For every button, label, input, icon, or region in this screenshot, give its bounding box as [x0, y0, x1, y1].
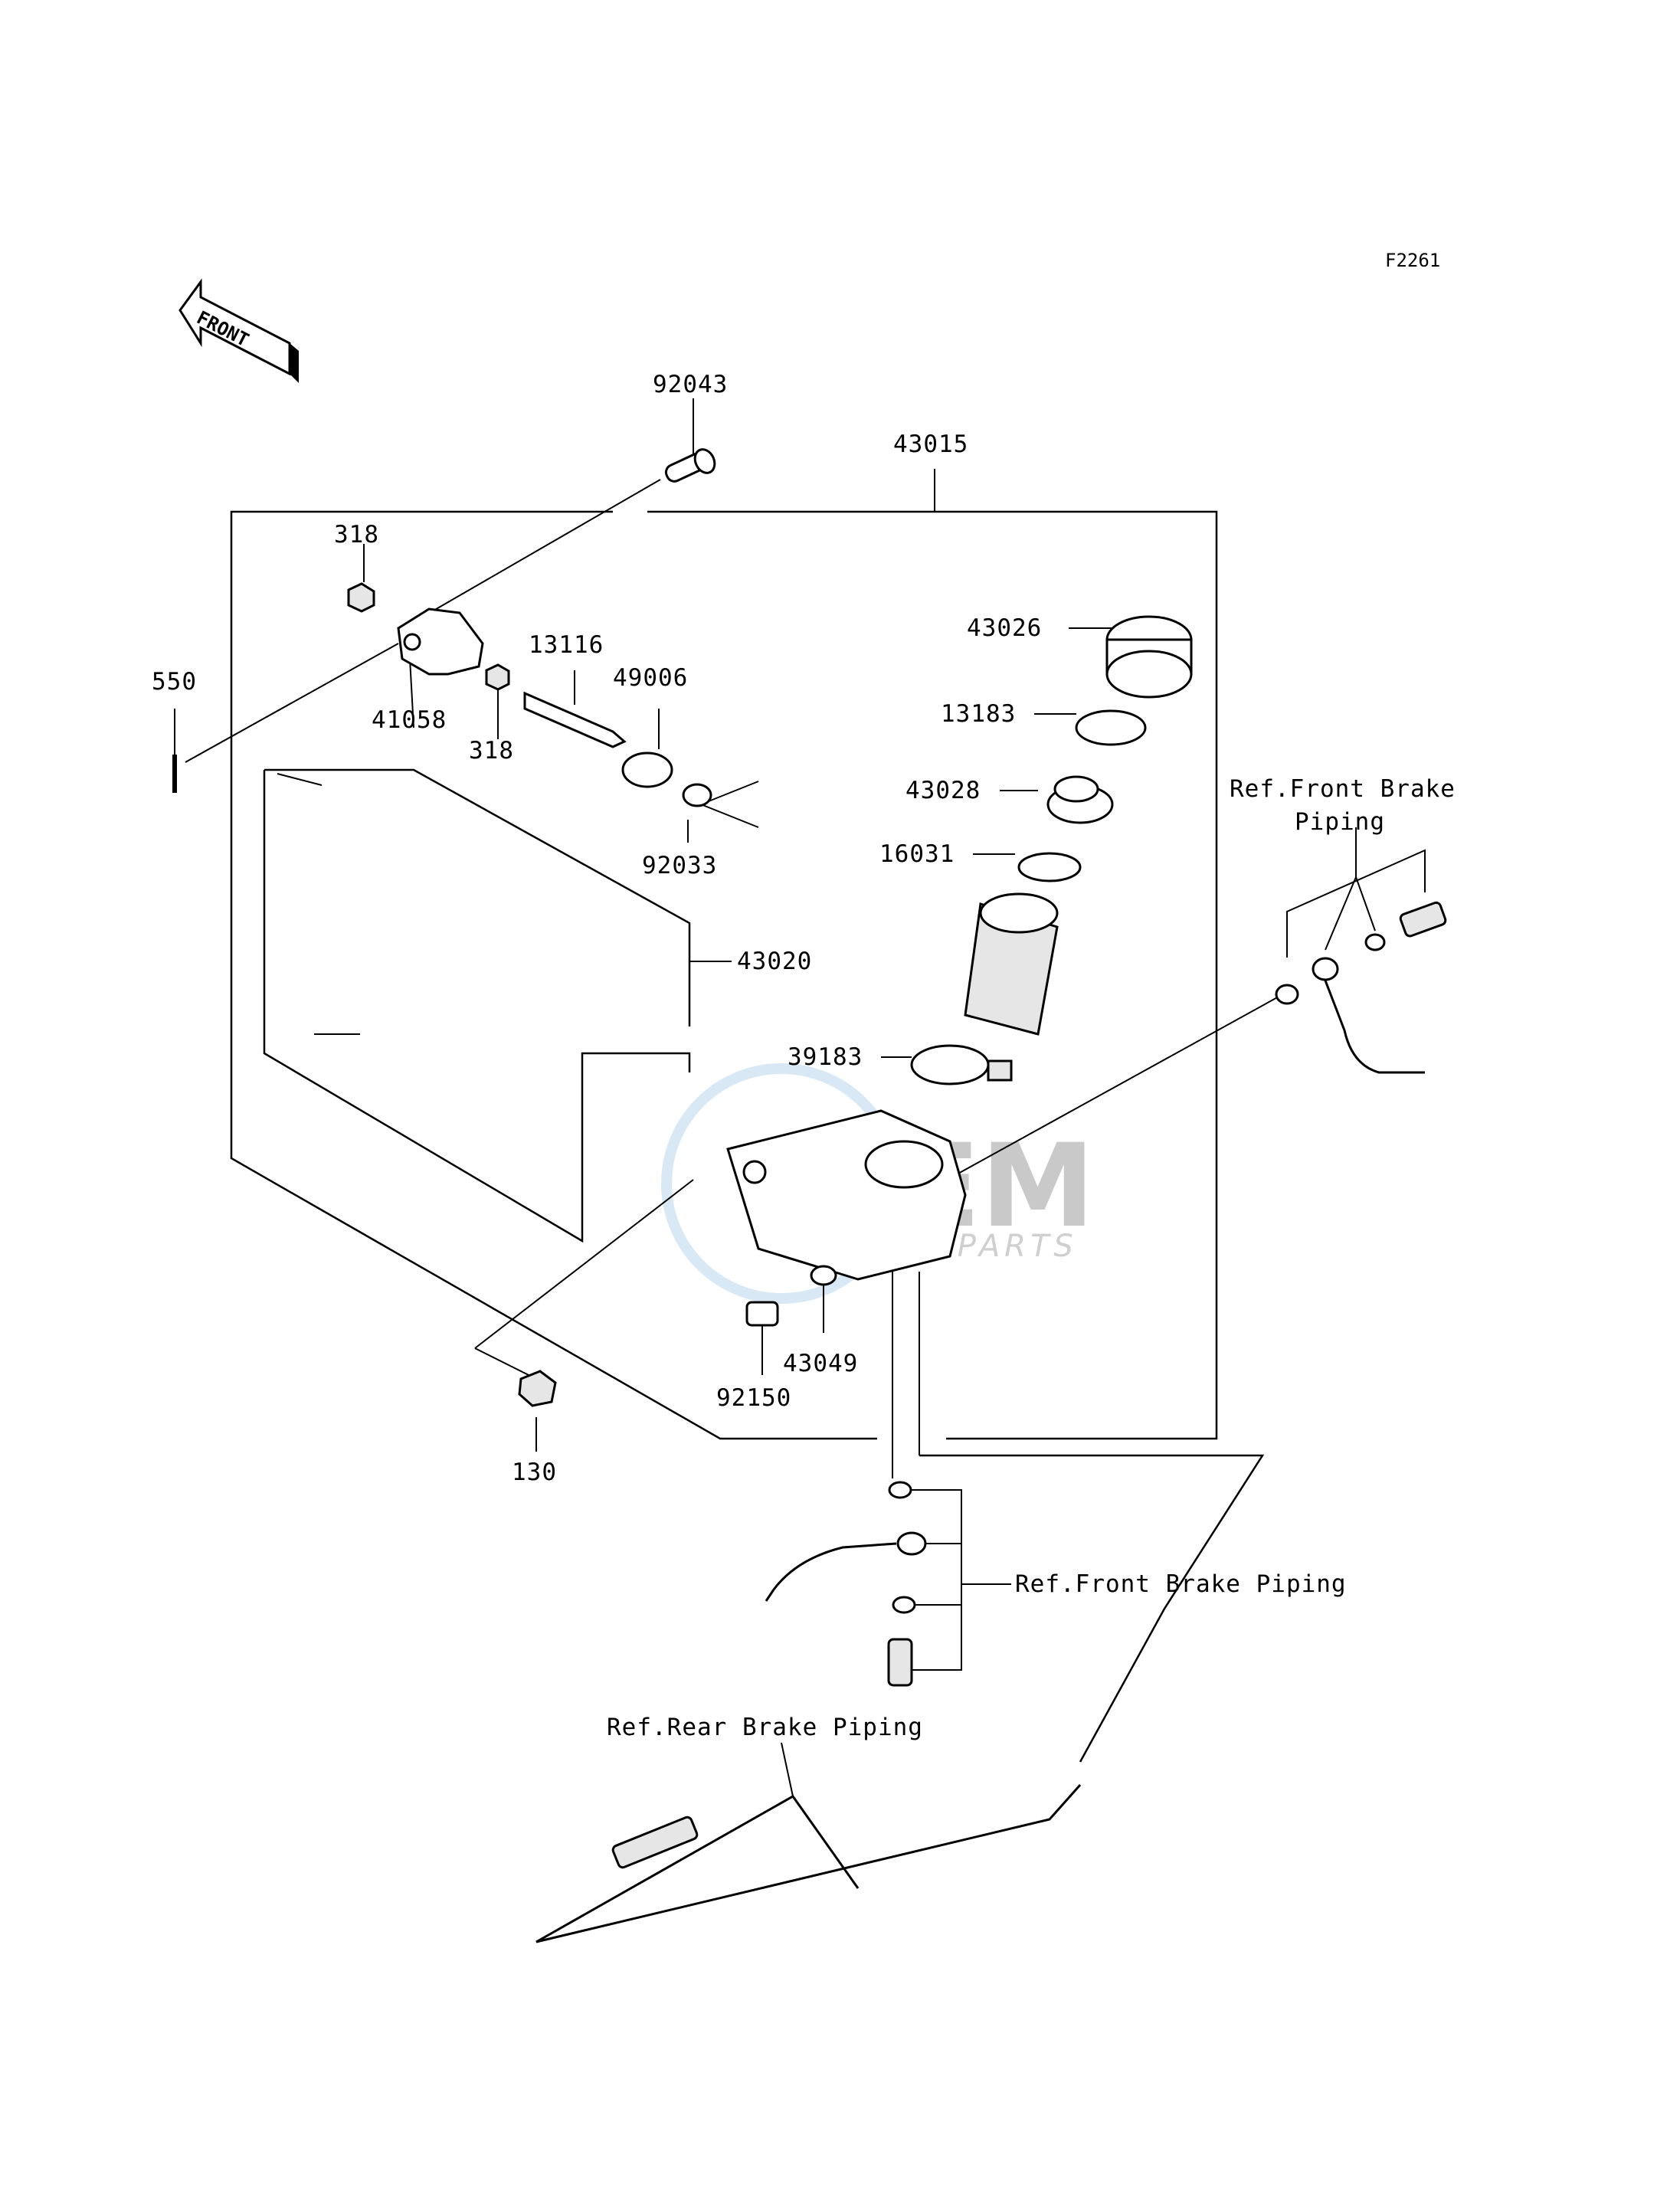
ref-front-brake-mid: Ref.Front Brake Piping [1015, 1570, 1347, 1598]
part-washer-43049 [810, 1265, 837, 1286]
label-41058: 41058 [372, 706, 447, 734]
label-49006: 49006 [613, 664, 688, 692]
front-arrow-icon: FRONT [178, 278, 299, 383]
label-43020: 43020 [737, 948, 812, 975]
label-43028: 43028 [905, 777, 981, 804]
label-13183: 13183 [941, 700, 1016, 728]
label-550: 550 [152, 668, 197, 696]
part-master-cylinder-body [726, 1109, 967, 1281]
ref-front-brake-top-line1: Ref.Front Brake [1230, 775, 1456, 803]
front-brake-piping-lower-leaders [892, 1272, 1265, 1763]
assembly-frame-43015 [230, 469, 1218, 1440]
part-pin-92043 [664, 448, 716, 483]
part-bolt-92150 [745, 1301, 779, 1327]
label-130: 130 [512, 1459, 557, 1486]
label-43015: 43015 [893, 431, 968, 458]
part-clamp-39183 [910, 1044, 1013, 1085]
part-bolt-130 [518, 1370, 557, 1407]
part-plate-13183 [1075, 709, 1147, 746]
ref-front-brake-top-line2: Piping [1295, 808, 1385, 836]
label-13116: 13116 [529, 631, 604, 659]
front-brake-piping-upper-leaders [1286, 827, 1426, 958]
part-diaphragm-43028 [1046, 775, 1114, 824]
leader-lines [174, 398, 1288, 1452]
label-16031: 16031 [879, 840, 955, 868]
part-reservoir [964, 892, 1059, 1036]
label-43026: 43026 [967, 614, 1042, 642]
front-brake-hose-lower [765, 1481, 927, 1687]
part-pushrod-13116 [523, 691, 627, 748]
front-brake-hose-upper [1275, 901, 1447, 1074]
piston-kit-frame-43020 [263, 768, 732, 1243]
part-clevis-41058 [397, 607, 484, 676]
rear-brake-pipe [535, 1742, 1082, 1943]
label-318-top: 318 [334, 521, 379, 548]
part-nut-318-lower [485, 663, 510, 691]
part-circlip-92033 [682, 783, 712, 807]
part-boot-49006 [621, 751, 673, 788]
part-cap-43026 [1105, 615, 1193, 699]
part-number-labels: 92043 43015 318 41058 550 318 13116 4900… [152, 371, 1042, 1486]
figure-code: F2261 [1385, 250, 1440, 271]
part-plate-16031 [1017, 852, 1082, 882]
ref-rear-brake: Ref.Rear Brake Piping [607, 1714, 923, 1741]
label-92043: 92043 [653, 371, 728, 398]
reference-labels: Ref.Front Brake Piping Ref.Front Brake P… [607, 775, 1456, 1741]
part-nut-318-top [347, 582, 375, 613]
label-92150: 92150 [716, 1384, 791, 1412]
label-92033: 92033 [642, 852, 717, 879]
label-39183: 39183 [788, 1043, 863, 1071]
label-318-lower: 318 [469, 737, 514, 765]
label-43049: 43049 [783, 1350, 858, 1377]
